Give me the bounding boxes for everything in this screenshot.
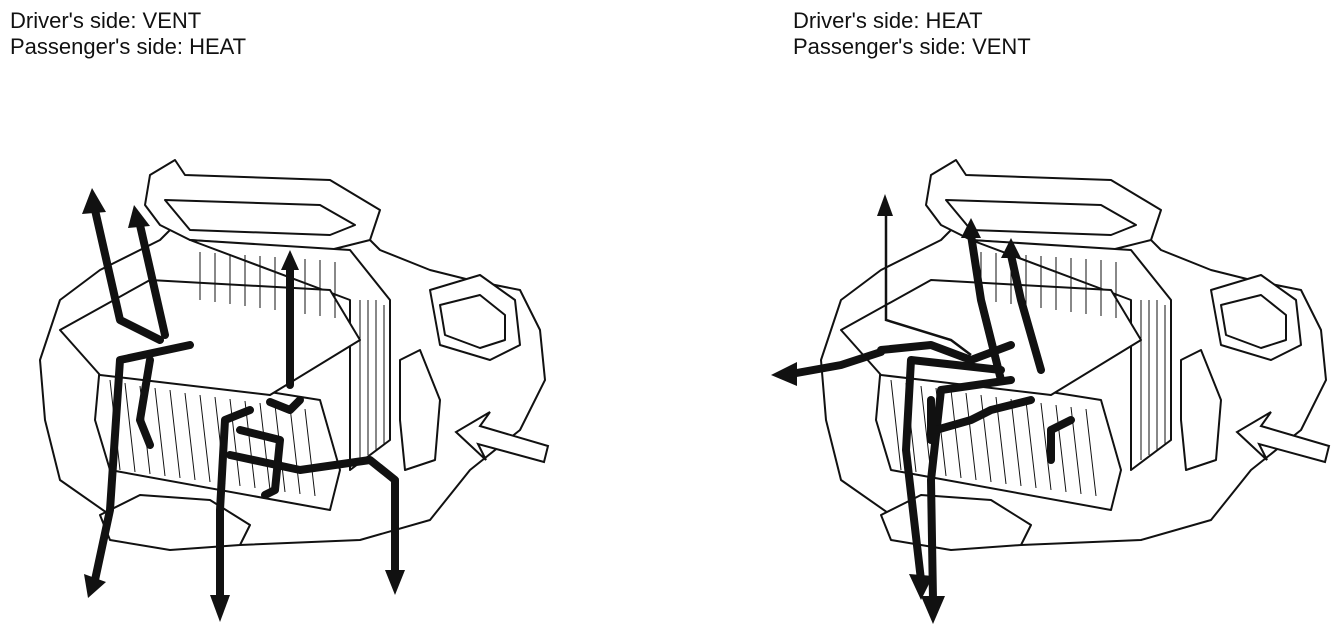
airflow-arrow-icon — [1001, 238, 1021, 258]
driver-side-label: Driver's side: VENT — [10, 8, 202, 33]
intake-arrow-icon — [454, 411, 550, 464]
airflow-arrows — [877, 231, 1075, 604]
diagram-panel-left: Driver's side: VENT Passenger's side: HE… — [10, 8, 550, 622]
airflow-arrow-icon — [210, 595, 230, 622]
airflow-arrow-icon — [82, 188, 106, 214]
airflow-arrows — [91, 206, 399, 604]
airflow-arrow-icon — [771, 362, 797, 386]
airflow-arrow-icon — [281, 250, 299, 270]
mode-caption: Driver's side: VENT Passenger's side: HE… — [10, 8, 246, 60]
airflow-arrow-icon — [84, 574, 106, 598]
airflow-arrow-icon — [385, 570, 405, 595]
airflow-arrow-icon — [909, 574, 933, 600]
heater-unit-diagram — [771, 159, 1331, 624]
heater-unit-diagram — [39, 159, 550, 622]
diagram-panel-right: Driver's side: HEAT Passenger's side: VE… — [671, 0, 1342, 638]
airflow-arrow-icon — [921, 596, 945, 624]
airflow-arrowheads — [82, 188, 405, 622]
airflow-arrows — [884, 215, 972, 356]
mode-caption: Driver's side: HEAT Passenger's side: VE… — [793, 8, 1031, 60]
passenger-side-label: Passenger's side: VENT — [793, 34, 1031, 59]
airflow-arrow-icon — [961, 218, 981, 238]
airflow-arrows — [787, 348, 885, 378]
passenger-side-label: Passenger's side: HEAT — [10, 34, 247, 59]
airflow-arrow-icon — [128, 205, 150, 228]
airflow-arrowheads — [771, 194, 1021, 624]
driver-side-label: Driver's side: HEAT — [793, 8, 983, 33]
heater-unit-body — [820, 159, 1327, 551]
airflow-arrow-icon — [877, 194, 893, 216]
intake-arrow-icon — [1235, 411, 1331, 464]
